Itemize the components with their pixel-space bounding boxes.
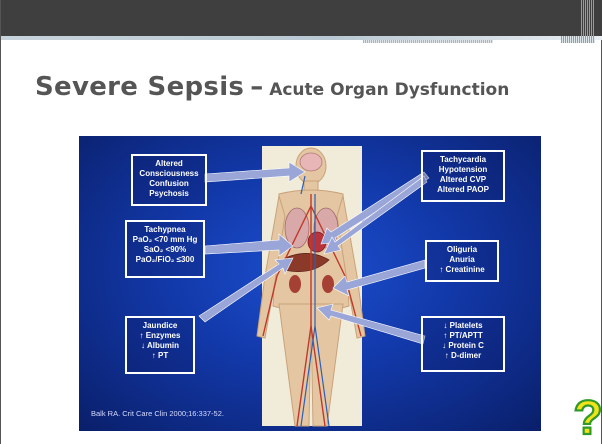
svg-text:?: ?	[573, 392, 602, 440]
renal-dysfunction-box: Oliguria Anuria ↑ Creatinine	[425, 240, 499, 282]
respiratory-dysfunction-box: Tachypnea PaO₂ <70 mm Hg SaO₂ <90% PaO₂/…	[125, 220, 205, 278]
box-line: ↑ PT	[127, 351, 193, 361]
question-mark-icon[interactable]: ?	[568, 392, 602, 440]
accent-line-hatch	[363, 40, 493, 43]
box-line: PaO₂ <70 mm Hg	[127, 235, 203, 245]
top-bar-hatch-decoration	[581, 0, 595, 36]
box-line: Oliguria	[427, 245, 497, 255]
box-line: Altered CVP	[423, 175, 503, 185]
slide-title: Severe Sepsis–Acute Organ Dysfunction	[35, 72, 509, 102]
organ-dysfunction-figure: Altered Consciousness Confusion Psychosi…	[79, 136, 541, 431]
box-line: Tachycardia	[423, 155, 503, 165]
box-line: Jaundice	[127, 321, 193, 331]
box-line: ↑ D-dimer	[423, 351, 503, 361]
box-line: ↓ Albumin	[127, 341, 193, 351]
box-line: SaO₂ <90%	[127, 245, 203, 255]
box-line: Tachypnea	[127, 225, 203, 235]
accent-line	[1, 36, 602, 40]
box-line: Psychosis	[133, 189, 205, 199]
slide-title-subtitle: Acute Organ Dysfunction	[269, 80, 509, 100]
box-line: ↑ Enzymes	[127, 331, 193, 341]
box-line: Altered PAOP	[423, 185, 503, 195]
box-line: Altered	[133, 159, 205, 169]
box-line: ↓ Protein C	[423, 341, 503, 351]
slide-title-main: Severe Sepsis	[35, 72, 244, 102]
hematologic-dysfunction-box: ↓ Platelets ↑ PT/APTT ↓ Protein C ↑ D-di…	[421, 316, 505, 372]
box-line: ↑ Creatinine	[427, 265, 497, 275]
box-line: PaO₂/FiO₂ ≤300	[127, 255, 203, 265]
cns-dysfunction-box: Altered Consciousness Confusion Psychosi…	[131, 154, 207, 206]
box-line: ↑ PT/APTT	[423, 331, 503, 341]
figure-citation: Balk RA. Crit Care Clin 2000;16:337-52.	[91, 409, 224, 418]
accent-line-hatch-right	[561, 36, 595, 43]
cardiovascular-dysfunction-box: Tachycardia Hypotension Altered CVP Alte…	[421, 150, 505, 202]
box-line: Anuria	[427, 255, 497, 265]
box-line: Hypotension	[423, 165, 503, 175]
box-line: Confusion	[133, 179, 205, 189]
box-line: Consciousness	[133, 169, 205, 179]
slide-top-bar	[1, 0, 602, 36]
slide-title-dash: –	[250, 72, 263, 102]
hepatic-dysfunction-box: Jaundice ↑ Enzymes ↓ Albumin ↑ PT	[125, 316, 195, 374]
box-line: ↓ Platelets	[423, 321, 503, 331]
